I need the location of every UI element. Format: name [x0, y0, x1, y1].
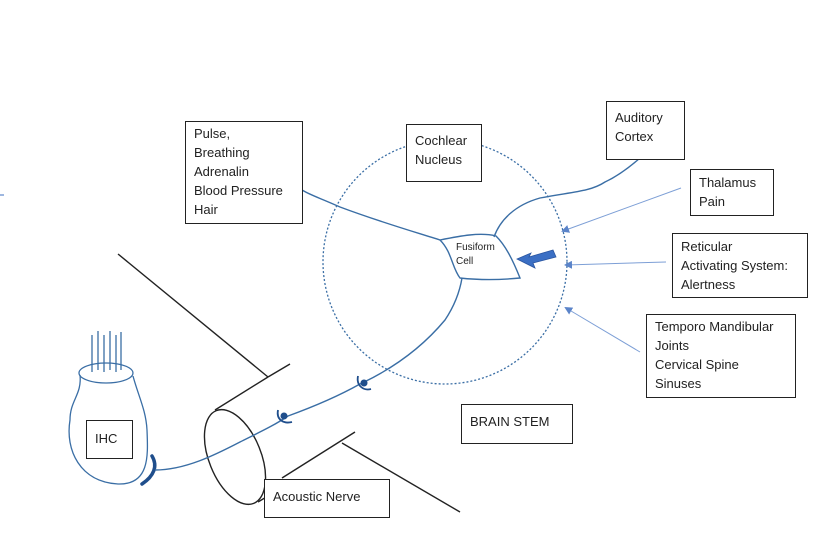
pulse-breathing-label: Pulse, Breathing Adrenalin Blood Pressur… — [185, 121, 303, 224]
brain-stem-label: BRAIN STEM — [461, 404, 573, 444]
cochlear-nucleus-label: Cochlear Nucleus — [406, 124, 482, 182]
auditory-cortex-label: Auditory Cortex — [606, 101, 685, 160]
thalamus-arrow — [561, 187, 682, 233]
cortex-connection — [493, 157, 641, 238]
synapse-1-icon — [276, 409, 293, 424]
inner-hair-cell — [68, 331, 149, 485]
pulse-connection — [301, 189, 441, 241]
ihc-label: IHC — [86, 420, 133, 459]
temporo-arrow — [564, 306, 641, 353]
input-arrow-icon — [516, 249, 557, 269]
acoustic-nerve-label: Acoustic Nerve — [264, 479, 390, 518]
fusiform-cell-label: Fusiform Cell — [456, 242, 495, 267]
temporo-mandibular-label: Temporo Mandibular Joints Cervical Spine… — [646, 314, 796, 398]
synapse-2-icon — [356, 375, 372, 391]
reticular-activating-label: Reticular Activating System: Alertness — [672, 233, 808, 298]
ihc-synapse-icon — [140, 454, 157, 486]
reticular-arrow — [564, 260, 667, 269]
fusiform-cell-shape — [438, 233, 521, 281]
thalamus-pain-label: Thalamus Pain — [690, 169, 774, 216]
auditory-nerve-fiber — [154, 277, 463, 471]
nerve-tube-outline — [117, 253, 461, 513]
